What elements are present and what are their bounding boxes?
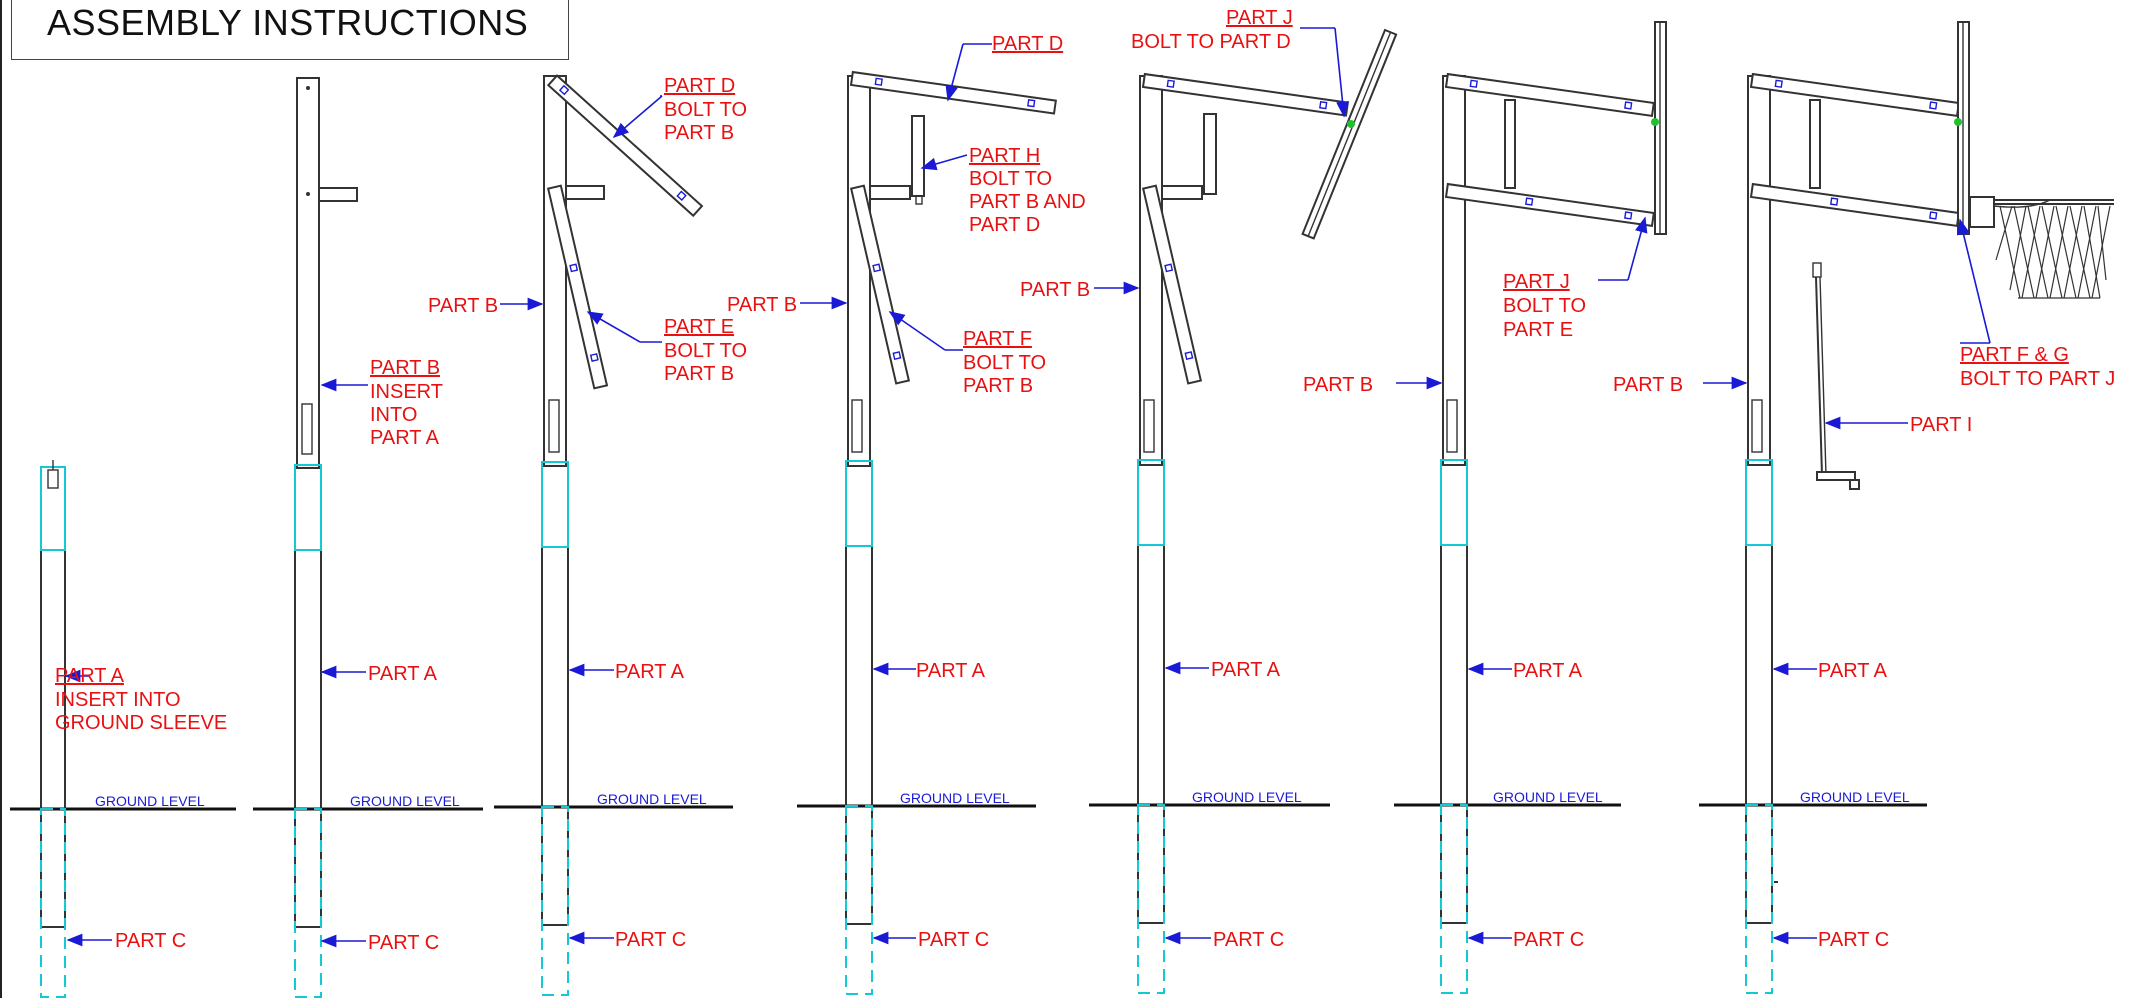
pin-1 xyxy=(47,469,59,489)
step4-part-h-line4: PART D xyxy=(969,214,1040,236)
step2-part-b-line3: INTO xyxy=(370,404,417,426)
step3-part-e-line2: BOLT TO xyxy=(664,340,747,362)
step6-part-c-label: PART C xyxy=(1513,929,1584,951)
ground-label-7: GROUND LEVEL xyxy=(1800,789,1910,805)
step7-part-b-label: PART B xyxy=(1613,374,1683,396)
part-f-5 xyxy=(1141,184,1203,385)
step4-part-h-line3: PART B AND xyxy=(969,191,1086,213)
step-6: GROUND LEVEL PART J BOLT TO PART E PART … xyxy=(1303,21,1667,994)
step5-part-c-label: PART C xyxy=(1213,929,1284,951)
part-e-3 xyxy=(546,184,609,390)
step-4: GROUND LEVEL PART D PART H BOLT TO PART … xyxy=(727,33,1086,995)
part-c-sleeve-3 xyxy=(541,806,569,996)
ground-label-6: GROUND LEVEL xyxy=(1493,789,1603,805)
part-a-post-6 xyxy=(1440,459,1468,924)
step7-part-c-label: PART C xyxy=(1818,929,1889,951)
sleeve-top-2 xyxy=(294,464,322,551)
step2-part-b-line4: PART A xyxy=(370,427,440,449)
step4-part-f-label: PART F xyxy=(963,328,1032,350)
bracket-2 xyxy=(318,187,358,202)
part-f-4 xyxy=(849,184,911,385)
ground-label-5: GROUND LEVEL xyxy=(1192,789,1302,805)
step-1: GROUND LEVEL PART A INSERT INTO GROUND S… xyxy=(10,460,236,998)
part-a-post-3 xyxy=(541,461,569,926)
ground-label-2: GROUND LEVEL xyxy=(350,793,460,809)
step1-part-a-label: PART A xyxy=(55,665,125,687)
part-h-4 xyxy=(911,115,925,197)
step4-part-h-line2: BOLT TO xyxy=(969,168,1052,190)
step4-part-f-line2: BOLT TO xyxy=(963,352,1046,374)
step4-part-d-label: PART D xyxy=(992,33,1063,55)
part-c-sleeve-7 xyxy=(1745,804,1773,994)
part-b-post-3 xyxy=(543,75,567,467)
part-d-6 xyxy=(1444,72,1655,118)
step3-part-a-label: PART A xyxy=(615,661,685,683)
ground-label-1: GROUND LEVEL xyxy=(95,793,205,809)
step5-part-b-label: PART B xyxy=(1020,279,1090,301)
step4-part-a-label: PART A xyxy=(916,660,986,682)
step1-part-a-line3: GROUND SLEEVE xyxy=(55,712,227,734)
step2-part-b-label: PART B xyxy=(370,357,440,379)
part-b-post-2 xyxy=(296,77,320,469)
part-d-5 xyxy=(1141,72,1349,117)
part-c-sleeve-2 xyxy=(294,808,322,998)
step4-part-h-label: PART H xyxy=(969,145,1040,167)
ground-label-3: GROUND LEVEL xyxy=(597,791,707,807)
left-border xyxy=(0,0,2,998)
part-a-post-2 xyxy=(294,464,322,928)
part-i-7 xyxy=(1812,262,1860,490)
step-2: GROUND LEVEL PART B INSERT INTO PART A P… xyxy=(253,77,483,998)
basketball-hoop xyxy=(1969,196,2114,299)
step3-part-d-label: PART D xyxy=(664,75,735,97)
step3-part-e-line3: PART B xyxy=(664,363,734,385)
step6-part-j-label: PART J xyxy=(1503,271,1570,293)
part-d-3 xyxy=(546,74,704,218)
step6-part-a-label: PART A xyxy=(1513,660,1583,682)
step1-part-a-line2: INSERT INTO xyxy=(55,689,181,711)
title-box: ASSEMBLY INSTRUCTIONS xyxy=(11,0,569,60)
part-c-sleeve-4 xyxy=(845,805,873,995)
step6-part-j-line2: BOLT TO xyxy=(1503,295,1586,317)
step5-part-a-label: PART A xyxy=(1211,659,1281,681)
step2-part-b-line2: INSERT xyxy=(370,381,443,403)
step4-part-c-label: PART C xyxy=(918,929,989,951)
step7-part-fg-line2: BOLT TO PART J xyxy=(1960,368,2115,390)
page-title: ASSEMBLY INSTRUCTIONS xyxy=(47,2,529,43)
part-j-5 xyxy=(1301,28,1398,240)
step3-part-d-line3: PART B xyxy=(664,122,734,144)
part-c-sleeve-1 xyxy=(40,808,66,998)
step2-part-c-label: PART C xyxy=(368,932,439,954)
step3-part-c-label: PART C xyxy=(615,929,686,951)
step-7: GROUND LEVEL xyxy=(1613,21,2115,994)
step6-part-j-line3: PART E xyxy=(1503,319,1573,341)
part-c-sleeve-5 xyxy=(1137,804,1165,994)
part-e-6 xyxy=(1444,182,1655,228)
sleeve-top-1 xyxy=(40,466,66,551)
step2-part-a-label: PART A xyxy=(368,663,438,685)
part-c-sleeve-6 xyxy=(1440,804,1468,994)
part-a-post-4 xyxy=(845,460,873,925)
step6-part-b-label: PART B xyxy=(1303,374,1373,396)
step3-part-b-label: PART B xyxy=(428,295,498,317)
step5-part-j-line2: BOLT TO PART D xyxy=(1131,31,1291,53)
step7-part-a-label: PART A xyxy=(1818,660,1888,682)
part-d-7 xyxy=(1749,72,1960,118)
step5-part-j-label: PART J xyxy=(1226,7,1293,29)
step3-part-e-label: PART E xyxy=(664,316,734,338)
step-5: GROUND LEVEL PART J BOLT TO PART D PART … xyxy=(1020,7,1398,994)
step4-part-f-line3: PART B xyxy=(963,375,1033,397)
step3-part-d-line2: BOLT TO xyxy=(664,99,747,121)
step7-part-i-label: PART I xyxy=(1910,414,1972,436)
part-a-post-7 xyxy=(1745,459,1773,924)
step7-part-fg-label: PART F & G xyxy=(1960,344,2069,366)
ground-label-4: GROUND LEVEL xyxy=(900,790,1010,806)
part-b-post-4 xyxy=(847,75,871,467)
step4-part-b-label: PART B xyxy=(727,294,797,316)
part-a-post-5 xyxy=(1137,459,1165,924)
step-3: GROUND LEVEL PART D BOLT TO PART B PART … xyxy=(428,74,747,996)
step1-part-c-label: PART C xyxy=(115,930,186,952)
part-e-7 xyxy=(1749,182,1960,228)
